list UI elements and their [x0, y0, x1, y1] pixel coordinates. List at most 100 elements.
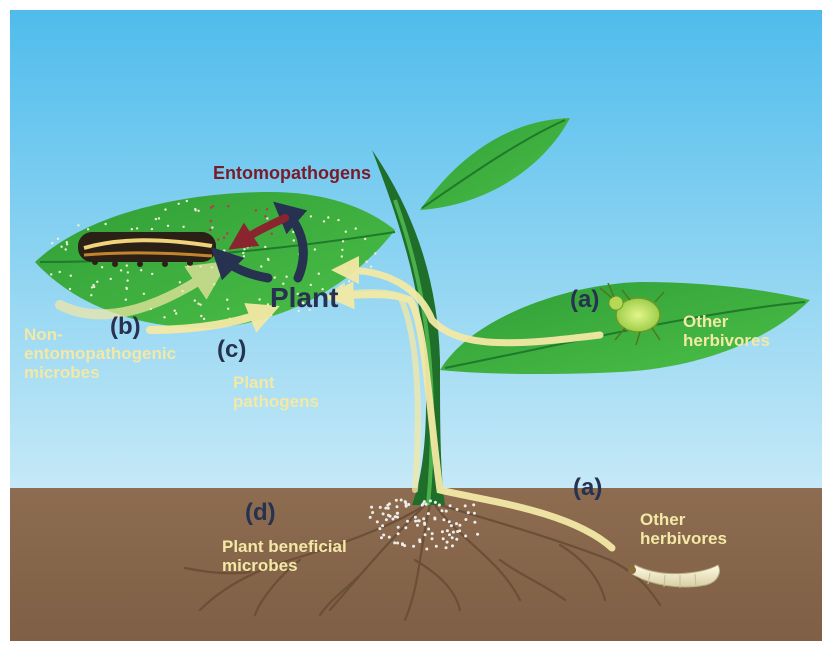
root-microbe-dot	[425, 548, 428, 551]
root-microbe-dot	[442, 518, 445, 521]
microbe-dot	[223, 249, 225, 251]
root-microbe-dot	[464, 504, 467, 507]
microbe-dot	[182, 226, 184, 228]
microbe-dot	[200, 315, 202, 317]
root-microbe-dot	[396, 505, 399, 508]
label-a-soil: (a)	[573, 475, 602, 501]
microbe-dot	[365, 261, 367, 263]
root-microbe-dot	[442, 537, 445, 540]
root-microbe-dot	[438, 504, 441, 507]
microbe-dot	[355, 227, 357, 229]
microbe-dot	[197, 210, 199, 212]
microbe-dot	[267, 258, 269, 260]
root-microbe-dot	[429, 499, 432, 502]
plant-beneficial-line2: microbes	[222, 556, 347, 575]
microbe-dot	[110, 278, 112, 280]
microbe-dot	[69, 288, 71, 290]
root-microbe-dot	[441, 509, 444, 512]
microbe-dot	[57, 238, 59, 240]
microbe-dot	[126, 279, 128, 281]
microbe-dot	[96, 281, 98, 283]
root-microbe-dot	[473, 512, 476, 515]
root-microbe-dot	[379, 506, 382, 509]
microbe-dot	[285, 276, 287, 278]
root-microbe-dot	[369, 516, 372, 519]
other-herbivores-soil-line1: Other	[640, 510, 727, 529]
root-microbe-dot	[396, 512, 399, 515]
root-microbe-dot	[422, 502, 425, 505]
root-microbe-dot	[448, 533, 451, 536]
root-microbe-dot	[427, 528, 430, 531]
microbe-dot	[174, 310, 176, 312]
microbe-dot	[136, 227, 138, 229]
root-microbe-dot	[396, 542, 399, 545]
root-microbe-dot	[472, 503, 475, 506]
plant-label: Plant	[270, 283, 338, 313]
microbe-dot	[258, 298, 260, 300]
other-herbivores-soil-label: Other herbivores	[640, 510, 727, 548]
root-microbe-dot	[382, 512, 385, 515]
microbe-dot	[65, 248, 67, 250]
root-microbe-dot	[414, 516, 417, 519]
microbe-dot	[194, 299, 196, 301]
microbe-dot	[327, 216, 329, 218]
microbe-dot	[250, 245, 252, 247]
non-entomopathogenic-line3: microbes	[24, 363, 176, 382]
microbe-dot	[203, 318, 205, 320]
label-c: (c)	[217, 337, 246, 363]
plant-pathogens-line1: Plant	[233, 373, 319, 392]
root-microbe-dot	[400, 499, 403, 502]
microbe-dot	[66, 243, 68, 245]
root-microbe-dot	[404, 500, 407, 503]
microbe-dot	[158, 217, 160, 219]
root-microbe-dot	[370, 506, 373, 509]
root-microbe-dot	[407, 503, 410, 506]
plant-pathogens-line2: pathogens	[233, 392, 319, 411]
microbe-dot	[127, 271, 129, 273]
root-microbe-dot	[451, 536, 454, 539]
microbe-dot	[70, 275, 72, 277]
microbe-dot	[221, 267, 223, 269]
microbe-dot	[270, 314, 272, 316]
root-microbe-dot	[446, 541, 449, 544]
microbe-dot	[293, 239, 295, 241]
microbe-dot	[255, 209, 257, 211]
root-microbe-dot	[467, 511, 470, 514]
microbe-dot	[264, 215, 266, 217]
root-microbe-dot	[435, 545, 438, 548]
microbe-dot	[120, 269, 122, 271]
microbe-dot	[370, 265, 372, 267]
label-d: (d)	[245, 500, 276, 526]
root-microbe-dot	[397, 526, 400, 529]
root-microbe-dot	[386, 504, 389, 507]
microbe-dot	[151, 273, 153, 275]
microbe-dot	[342, 240, 344, 242]
microbe-dot	[267, 303, 269, 305]
root-microbe-dot	[458, 529, 461, 532]
microbe-dot	[175, 312, 177, 314]
root-microbe-dot	[416, 524, 419, 527]
microbe-dot	[92, 284, 94, 286]
microbe-dot	[341, 255, 343, 257]
other-herbivores-soil-line2: herbivores	[640, 529, 727, 548]
root-microbe-dot	[397, 532, 400, 535]
plant-beneficial-line1: Plant beneficial	[222, 537, 347, 556]
root-microbe-dot	[392, 518, 395, 521]
non-entomopathogenic-line1: Non-	[24, 325, 176, 344]
microbe-dot	[50, 273, 52, 275]
root-microbe-dot	[381, 524, 384, 527]
root-microbe-dot	[382, 534, 385, 537]
microbe-dot	[66, 241, 68, 243]
microbe-dot	[179, 281, 181, 283]
microbe-dot	[178, 203, 180, 205]
microbe-dot	[197, 303, 199, 305]
microbe-dot	[345, 231, 347, 233]
non-entomopathogenic-label: Non- entomopathogenic microbes	[24, 325, 176, 382]
microbe-dot	[340, 285, 342, 287]
microbe-dot	[274, 276, 276, 278]
microbe-dot	[348, 280, 350, 282]
root-microbe-dot	[380, 536, 383, 539]
root-microbe-dot	[451, 544, 454, 547]
root-microbe-dot	[452, 531, 455, 534]
other-herbivores-leaf-line1: Other	[683, 312, 770, 331]
